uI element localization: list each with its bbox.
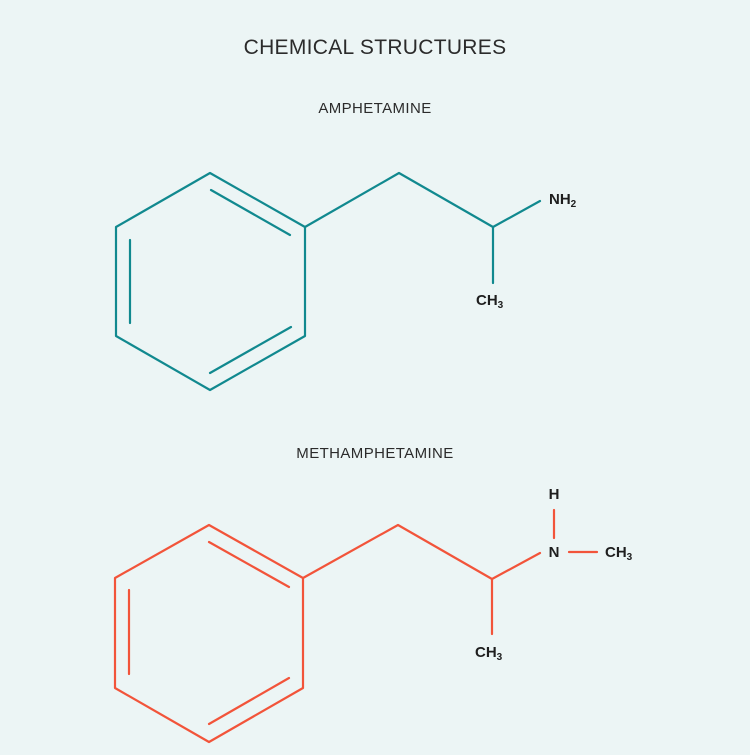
amphetamine-benzene-ring [114, 171, 307, 392]
amphetamine-structure: AMPHETAMINE NH2 CH3 [114, 100, 577, 392]
methamphetamine-h-label: H [549, 486, 560, 503]
methamphetamine-side-chain [301, 523, 542, 581]
methamphetamine-label: METHAMPHETAMINE [296, 445, 453, 462]
amphetamine-ch3-label: CH3 [476, 292, 504, 311]
methamphetamine-benzene-ring [113, 523, 305, 744]
methamphetamine-structure: METHAMPHETAMINE H N CH3 CH3 [113, 445, 633, 744]
amphetamine-nh2-label: NH2 [549, 191, 577, 210]
methamphetamine-double-bond-3 [207, 676, 291, 726]
methamphetamine-double-bond-1 [207, 540, 291, 589]
methamphetamine-n-label: N [549, 544, 560, 561]
amphetamine-double-bond-3 [208, 325, 293, 375]
methamphetamine-n-ch3-label: CH3 [605, 544, 633, 563]
methamphetamine-ch3-label: CH3 [475, 644, 503, 663]
amphetamine-side-chain [303, 171, 542, 229]
page-title: CHEMICAL STRUCTURES [244, 36, 507, 59]
amphetamine-double-bond-1 [209, 188, 292, 237]
amphetamine-label: AMPHETAMINE [318, 100, 431, 117]
